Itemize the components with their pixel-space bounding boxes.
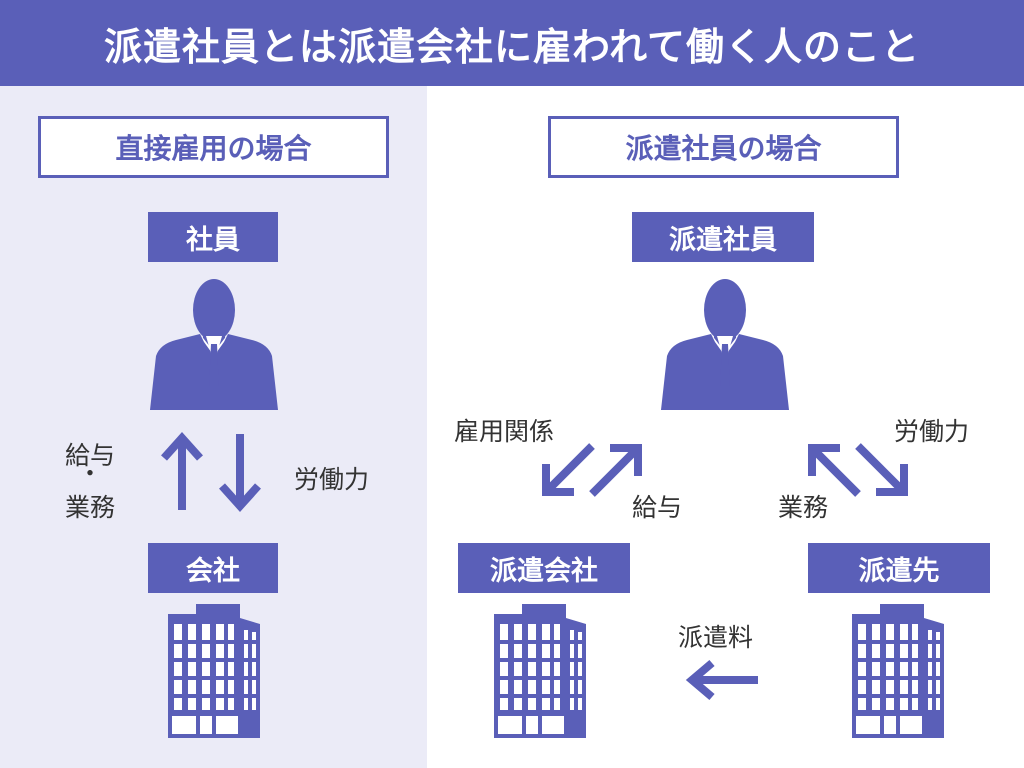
separator-dot: ・ [77, 459, 103, 488]
salary-label: 給与 [64, 441, 115, 470]
company-tag: 会社 [148, 543, 278, 593]
dispatch-fee-label: 派遣料 [678, 623, 754, 652]
person-icon [150, 279, 278, 410]
dispatch-work-label: 業務 [778, 493, 829, 522]
employee-tag: 社員 [148, 212, 278, 262]
person-icon [661, 279, 789, 410]
page-title: 派遣社員とは派遣会社に雇われて働く人のこと [0, 0, 1024, 86]
direct-employment-heading: 直接雇用の場合 [38, 116, 389, 178]
arrow-down-icon [219, 434, 261, 512]
arrow-up-right-icon [589, 444, 642, 497]
dispatch-employment-heading: 派遣社員の場合 [548, 116, 899, 178]
building-icon [494, 604, 586, 738]
arrow-up-left-icon [808, 444, 861, 497]
dispatch-salary-label: 給与 [632, 493, 683, 522]
arrow-up-icon [161, 432, 203, 510]
client-company-tag: 派遣先 [808, 543, 990, 593]
arrow-down-right-icon [855, 443, 908, 496]
labor-label: 労働力 [294, 465, 370, 494]
building-icon [168, 604, 260, 738]
dispatch-labor-label: 労働力 [894, 417, 970, 446]
dispatch-agency-tag: 派遣会社 [458, 543, 630, 593]
arrow-left-icon [685, 659, 758, 701]
dispatch-employee-tag: 派遣社員 [632, 212, 814, 262]
employment-relation-label: 雇用関係 [454, 417, 555, 446]
arrow-down-left-icon [542, 443, 595, 496]
work-label: 業務 [64, 493, 115, 522]
building-icon [852, 604, 944, 738]
